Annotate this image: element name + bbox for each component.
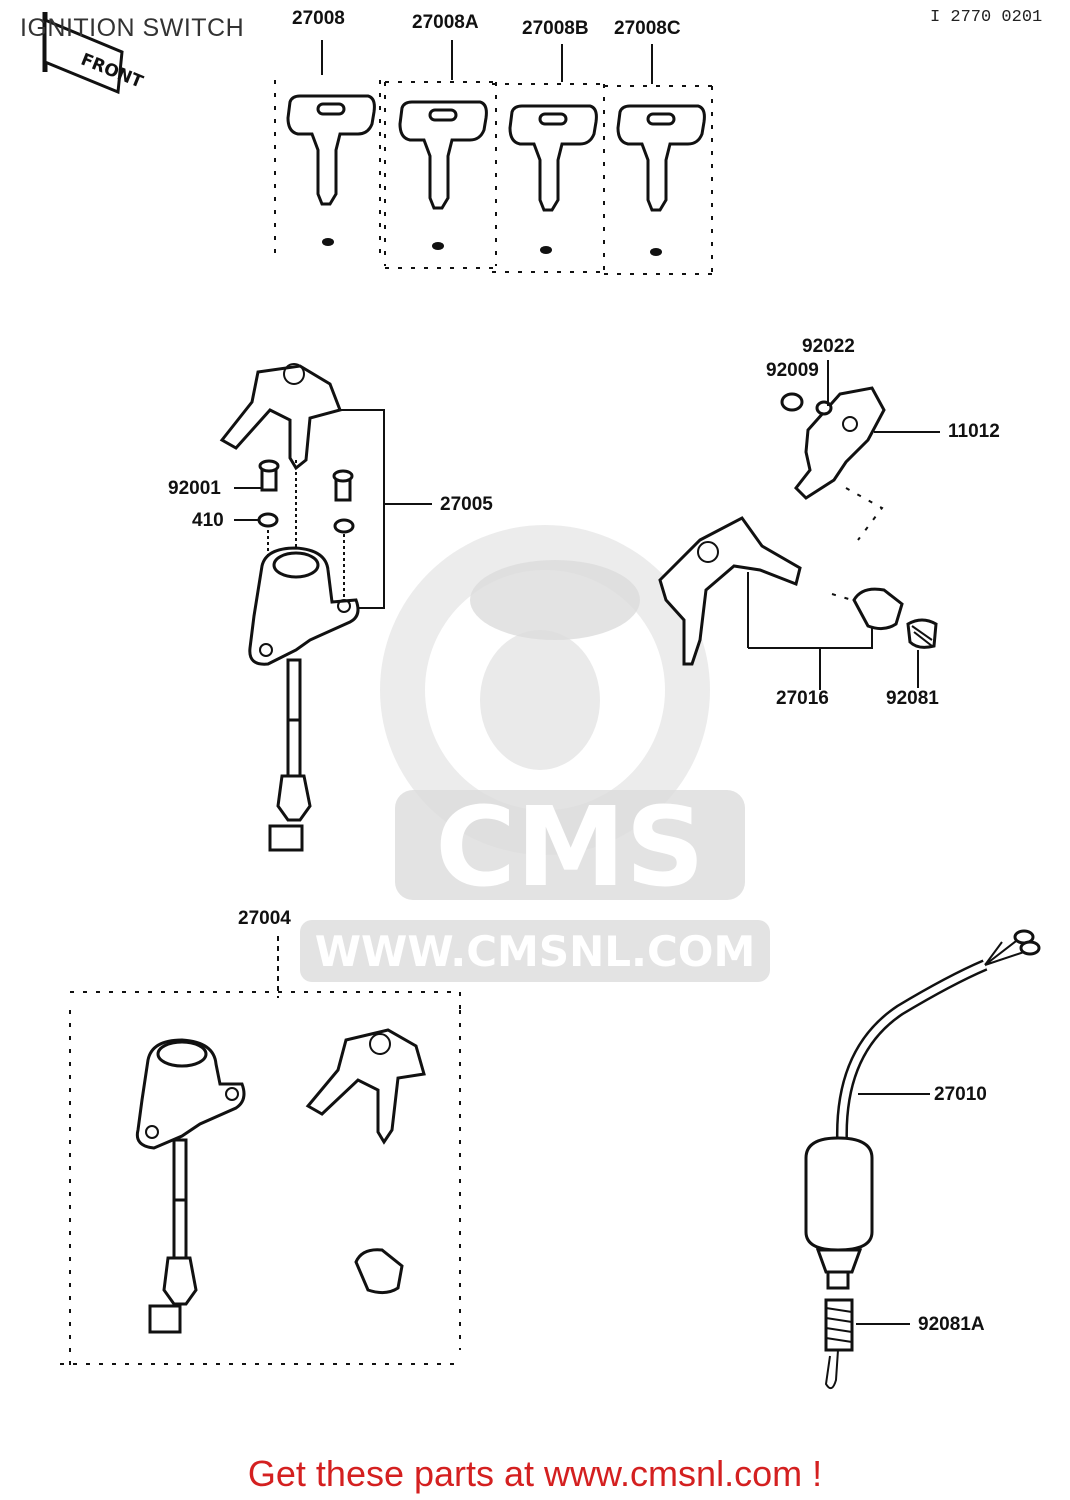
part-label-92081A[interactable]: 92081A	[918, 1314, 985, 1335]
ignition-switch-27005	[219, 363, 432, 852]
switch-27010	[804, 929, 1041, 1390]
part-label-27008B[interactable]: 27008B	[522, 18, 589, 39]
page-title: IGNITION SWITCH	[20, 14, 245, 42]
key-27008B	[492, 44, 605, 273]
part-label-92001[interactable]: 92001	[168, 478, 221, 499]
footer-link[interactable]: Get these parts at www.cmsnl.com !	[247, 1453, 823, 1494]
part-label-92022[interactable]: 92022	[802, 336, 855, 357]
part-label-27004[interactable]: 27004	[238, 908, 291, 929]
part-label-11012[interactable]: 11012	[948, 421, 1000, 442]
cover-11012	[780, 360, 940, 541]
watermark-brand: CMS	[435, 783, 704, 911]
part-label-410[interactable]: 410	[192, 510, 224, 531]
watermark-url: WWW.CMSNL.COM	[315, 927, 756, 976]
watermark: CMS WWW.CMSNL.COM	[300, 525, 770, 982]
key-27008C	[604, 44, 713, 276]
ignition-switch-27004	[60, 936, 461, 1366]
part-label-27016[interactable]: 27016	[776, 688, 829, 709]
part-label-92081[interactable]: 92081	[886, 688, 939, 709]
part-label-27008[interactable]: 27008	[292, 8, 345, 29]
key-27008	[274, 40, 381, 262]
part-label-27005[interactable]: 27005	[440, 494, 493, 515]
part-label-27008C[interactable]: 27008C	[614, 18, 681, 39]
key-27008A	[384, 40, 497, 269]
part-label-27008A[interactable]: 27008A	[412, 12, 479, 33]
diagram-code: I 2770 0201	[930, 8, 1043, 27]
part-label-27010[interactable]: 27010	[934, 1084, 987, 1105]
key-set-27016	[658, 516, 938, 690]
part-label-92009[interactable]: 92009	[766, 360, 819, 381]
